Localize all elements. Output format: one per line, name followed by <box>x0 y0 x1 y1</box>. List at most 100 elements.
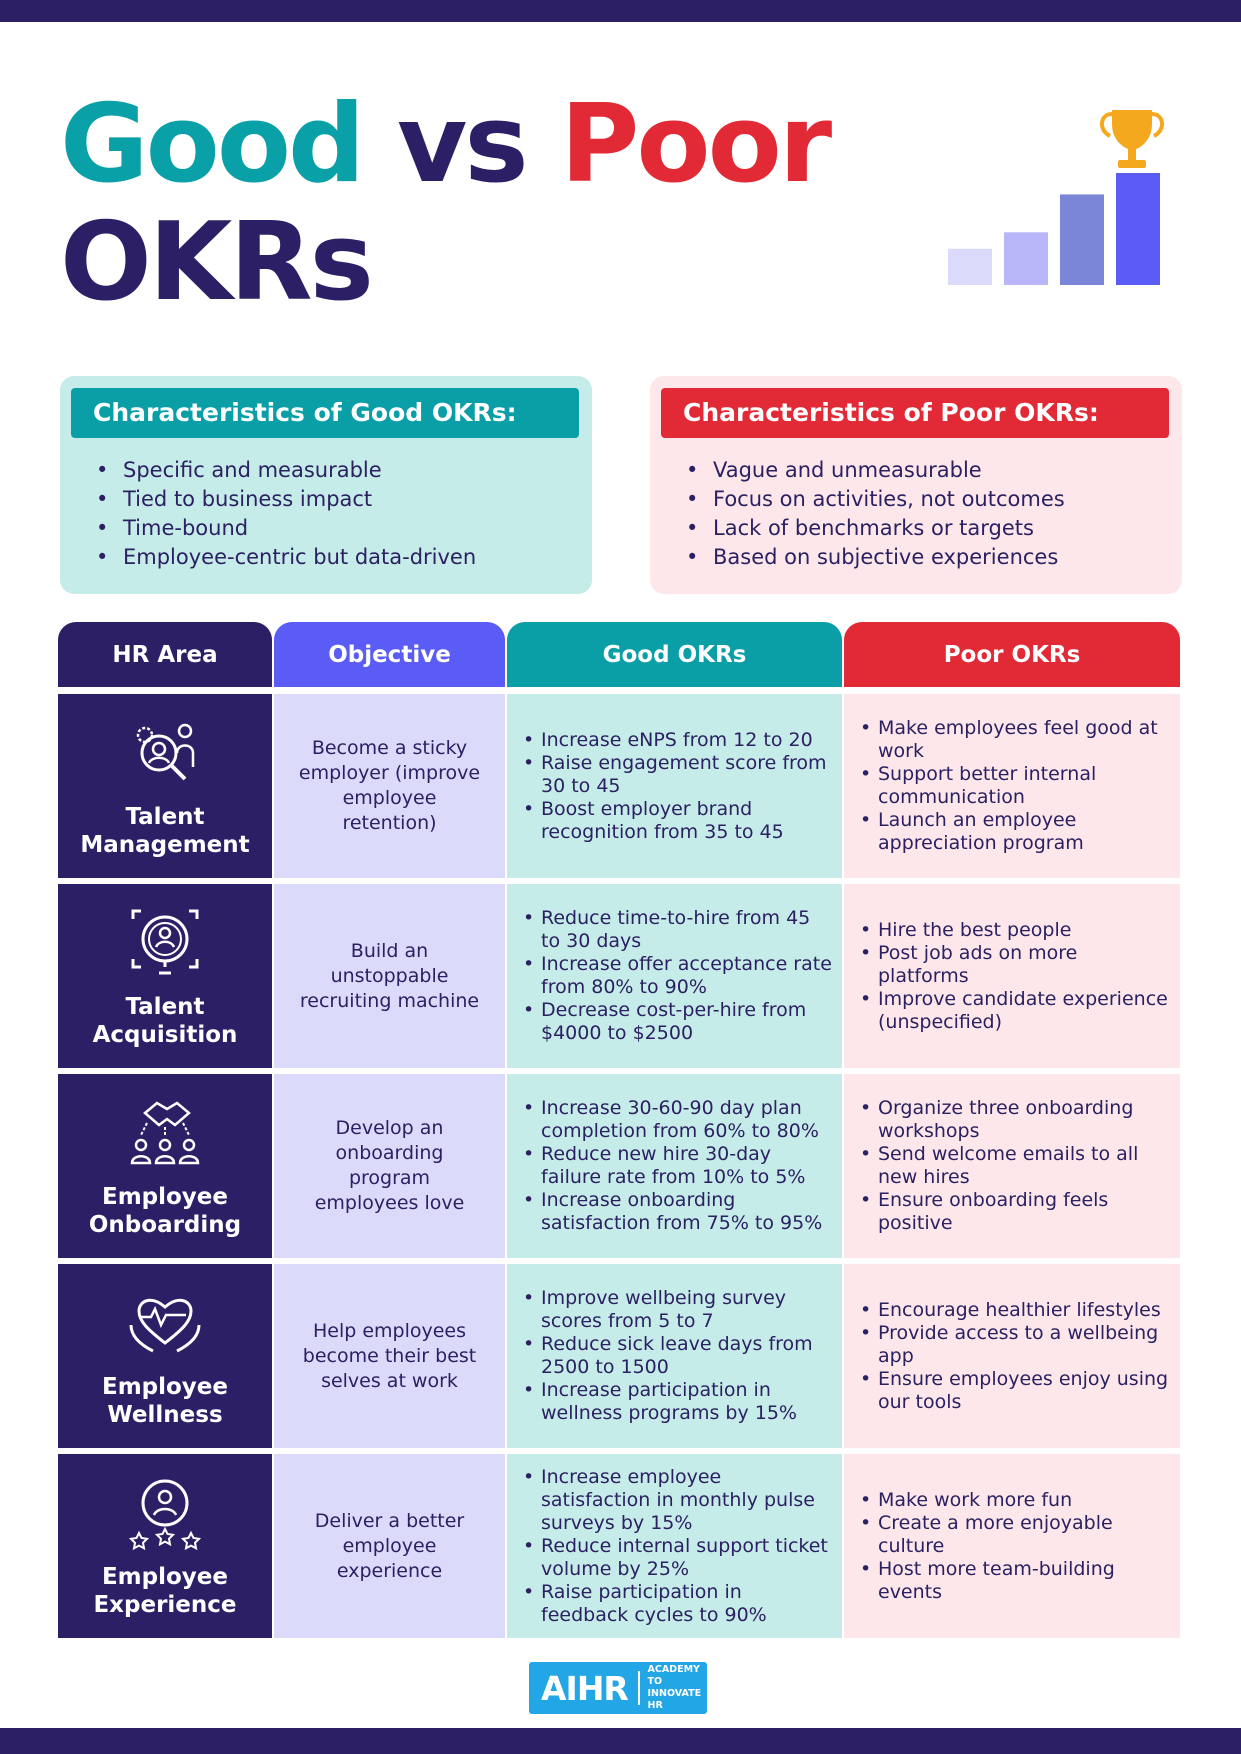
list-item: Based on subjective experiences <box>686 543 1065 572</box>
good-okrs-list: Increase employee satisfaction in monthl… <box>523 1466 832 1627</box>
list-item: Post job ads on more platforms <box>860 942 1170 988</box>
poor-characteristics-list: Vague and unmeasurable Focus on activiti… <box>686 456 1065 572</box>
table-row: Talent Management Become a sticky employe… <box>0 694 1241 878</box>
poor-okrs-list: Make employees feel good at workSupport … <box>860 717 1170 855</box>
list-item: Tied to business impact <box>96 485 476 514</box>
logo-wordmark: AIHR <box>541 1668 629 1708</box>
hr-area-label: Employee Onboarding <box>88 1184 242 1238</box>
good-characteristics-title: Characteristics of Good OKRs: <box>71 388 579 438</box>
poor-okrs-list: Make work more funCreate a more enjoyabl… <box>860 1489 1170 1604</box>
list-item: Lack of benchmarks or targets <box>686 514 1065 543</box>
list-item: Improve candidate experience (unspecifie… <box>860 988 1170 1034</box>
list-item: Increase participation in wellness progr… <box>523 1379 832 1425</box>
wellness-icon <box>129 1298 201 1353</box>
header-hr-area: HR Area <box>58 622 272 687</box>
good-okrs-list: Reduce time-to-hire from 45 to 30 daysIn… <box>523 907 832 1045</box>
title-poor: Poor <box>560 82 832 207</box>
hr-area-cell: Employee Wellness <box>58 1264 272 1448</box>
list-item: Increase offer acceptance rate from 80% … <box>523 953 832 999</box>
title-good: Good <box>60 82 365 207</box>
hr-area-cell: Talent Management <box>58 694 272 878</box>
hr-area-label: Talent Acquisition <box>92 994 238 1048</box>
trophy-icon <box>1100 110 1164 168</box>
list-item: Send welcome emails to all new hires <box>860 1143 1170 1189</box>
list-item: Reduce time-to-hire from 45 to 30 days <box>523 907 832 953</box>
list-item: Increase employee satisfaction in monthl… <box>523 1466 832 1535</box>
experience-icon <box>128 1479 202 1551</box>
list-item: Specific and measurable <box>96 456 476 485</box>
hero-bar <box>1116 173 1160 285</box>
header-good-okrs: Good OKRs <box>507 622 842 687</box>
good-okrs-list: Increase 30-60-90 day plan completion fr… <box>523 1097 832 1235</box>
list-item: Encourage healthier lifestyles <box>860 1299 1170 1322</box>
logo-divider <box>637 1671 640 1705</box>
good-okrs-cell: Increase eNPS from 12 to 20Raise engagem… <box>507 694 842 878</box>
objective-cell: Build an unstoppable recruiting machine <box>274 884 505 1068</box>
objective-cell: Become a sticky employer (improve employ… <box>274 694 505 878</box>
list-item: Increase eNPS from 12 to 20 <box>523 729 832 752</box>
list-item: Focus on activities, not outcomes <box>686 485 1065 514</box>
table-row: Talent Acquisition Build an unstoppable r… <box>0 884 1241 1068</box>
good-characteristics-list: Specific and measurable Tied to business… <box>96 456 476 572</box>
objective-cell: Develop an onboarding program employees … <box>274 1074 505 1258</box>
list-item: Reduce new hire 30-day failure rate from… <box>523 1143 832 1189</box>
header-poor-okrs: Poor OKRs <box>844 622 1180 687</box>
list-item: Reduce internal support ticket volume by… <box>523 1535 832 1581</box>
list-item: Raise engagement score from 30 to 45 <box>523 752 832 798</box>
list-item: Hire the best people <box>860 919 1170 942</box>
list-item: Make work more fun <box>860 1489 1170 1512</box>
list-item: Provide access to a wellbeing app <box>860 1322 1170 1368</box>
list-item: Launch an employee appreciation program <box>860 809 1170 855</box>
talent-management-icon <box>136 723 195 781</box>
list-item: Reduce sick leave days from 2500 to 1500 <box>523 1333 832 1379</box>
list-item: Improve wellbeing survey scores from 5 t… <box>523 1287 832 1333</box>
poor-okrs-list: Hire the best peoplePost job ads on more… <box>860 919 1170 1034</box>
list-item: Boost employer brand recognition from 35… <box>523 798 832 844</box>
list-item: Raise participation in feedback cycles t… <box>523 1581 832 1627</box>
title-okrs: OKRs <box>60 200 374 325</box>
poor-okrs-list: Encourage healthier lifestylesProvide ac… <box>860 1299 1170 1414</box>
hr-area-cell: Employee Experience <box>58 1454 272 1638</box>
good-characteristics-card: Characteristics of Good OKRs: Specific a… <box>60 376 592 594</box>
trophy-bar-chart-icon <box>948 110 1164 285</box>
aihr-logo: AIHR ACADEMY TO INNOVATE HR <box>529 1662 707 1714</box>
hr-area-label: Employee Wellness <box>101 1374 229 1428</box>
list-item: Employee-centric but data-driven <box>96 543 476 572</box>
poor-okrs-list: Organize three onboarding workshopsSend … <box>860 1097 1170 1235</box>
poor-okrs-cell: Make work more funCreate a more enjoyabl… <box>844 1454 1180 1638</box>
poor-characteristics-card: Characteristics of Poor OKRs: Vague and … <box>650 376 1182 594</box>
table-row: Employee Experience Deliver a better empl… <box>0 1454 1241 1638</box>
list-item: Create a more enjoyable culture <box>860 1512 1170 1558</box>
hr-area-label: Talent Management <box>80 804 250 858</box>
objective-cell: Help employees become their best selves … <box>274 1264 505 1448</box>
hr-area-label: Employee Experience <box>93 1564 237 1618</box>
list-item: Time-bound <box>96 514 476 543</box>
poor-okrs-cell: Encourage healthier lifestylesProvide ac… <box>844 1264 1180 1448</box>
logo-tagline: ACADEMY TO INNOVATE HR <box>647 1664 702 1711</box>
objective-cell: Deliver a better employee experience <box>274 1454 505 1638</box>
hr-area-cell: Talent Acquisition <box>58 884 272 1068</box>
good-okrs-cell: Increase 30-60-90 day plan completion fr… <box>507 1074 842 1258</box>
title-vs: vs <box>396 82 529 207</box>
list-item: Vague and unmeasurable <box>686 456 1065 485</box>
list-item: Ensure employees enjoy using our tools <box>860 1368 1170 1414</box>
hero-bar <box>948 248 992 285</box>
hero-bar <box>1004 232 1048 285</box>
poor-okrs-cell: Make employees feel good at workSupport … <box>844 694 1180 878</box>
table-row: Employee Onboarding Develop an onboarding… <box>0 1074 1241 1258</box>
hero-bar <box>1060 194 1104 285</box>
talent-acquisition-icon <box>131 909 199 975</box>
list-item: Ensure onboarding feels positive <box>860 1189 1170 1235</box>
list-item: Increase 30-60-90 day plan completion fr… <box>523 1097 832 1143</box>
list-item: Organize three onboarding workshops <box>860 1097 1170 1143</box>
table-row: Employee Wellness Help employees become t… <box>0 1264 1241 1448</box>
list-item: Make employees feel good at work <box>860 717 1170 763</box>
good-okrs-cell: Reduce time-to-hire from 45 to 30 daysIn… <box>507 884 842 1068</box>
list-item: Support better internal communication <box>860 763 1170 809</box>
good-okrs-cell: Increase employee satisfaction in monthl… <box>507 1454 842 1638</box>
poor-okrs-cell: Hire the best peoplePost job ads on more… <box>844 884 1180 1068</box>
top-band <box>0 0 1241 22</box>
list-item: Increase onboarding satisfaction from 75… <box>523 1189 832 1235</box>
poor-okrs-cell: Organize three onboarding workshopsSend … <box>844 1074 1180 1258</box>
